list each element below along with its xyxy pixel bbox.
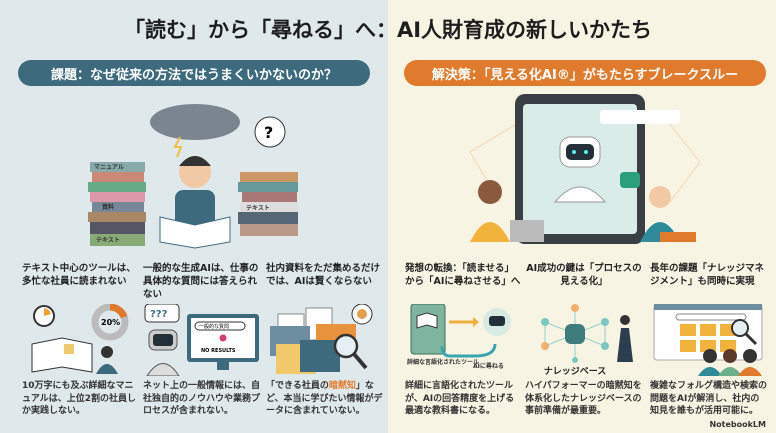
problem-item-1-desc: 10万字にも及ぶ詳細なマニュアルは、上位2割の社員しか実践しない。 [22,381,136,416]
solution-item-2: AI成功の鍵は「プロセスの見える化」 ナレッジベース ハイパフォーマーの暗黙知を… [525,262,643,418]
donut-percent: 20% [101,318,120,327]
search-query: 一般的な質問 [199,323,229,330]
solution-item-2-desc: ハイパフォーマーの暗黙知を体系化したナレッジベースの事前準備が最重要。 [525,381,642,416]
problem-item-2-title: 一般的な生成AIは、仕事の具体的な質問には答えられない [143,263,259,300]
problem-item-3: 社内資料をただ集めるだけでは、AIは賢くならない 「できる社員の暗黙知」など、本… [266,262,384,418]
knowledge-base-label: ナレッジベース [544,366,607,376]
no-results-text: NO RESULTS [201,348,236,354]
solution-item-3-title: 長年の課題「ナレッジマネジメント」も同時に実現 [650,263,765,287]
page-title: 「読む」から「尋ねる」へ：AI人財育成の新しいかたち [123,18,653,42]
tool-label: 詳細な言語化されたツール [407,358,479,366]
solution-item-3: 長年の課題「ナレッジマネジメント」も同時に実現 複雑なフォルグ構造や検索の問題を… [650,262,768,418]
label-manual: マニュアル [94,164,124,171]
problem-item-2-desc: ネット上の一般情報には、自社独自的のノウハウや業務プロセスが含まれない。 [143,381,261,416]
problem-heading: 課題：なぜ従来の方法ではうまくいかないのか？ [18,60,370,86]
notebooklm-watermark: NotebookLM [709,420,766,429]
knowledge-base-network-icon: ナレッジベース [541,304,633,376]
label-text-left: テキスト [96,237,120,244]
solution-item-2-title: AI成功の鍵は「プロセスの見える化」 [526,263,642,287]
problem-item-1-title: テキスト中心のツールは、多忙な社員に読まれない [22,263,136,287]
problem-item-3-title: 社内資料をただ集めるだけでは、AIは賢くならない [266,263,381,287]
robot-no-results-icon: ??? 一般的な質問 NO RESULTS [144,304,259,376]
question-marks: ??? [150,309,168,320]
solution-heading: 解決策：「見える化AI®」がもたらすブレークスルー [404,60,766,86]
label-documents: 資料 [102,203,114,211]
problem-item-1: テキスト中心のツールは、多忙な社員に読まれない 20% 10万字にも及ぶ詳細なマ… [22,262,140,418]
book-to-robot-icon: 詳細な言語化されたツール AIに尋ねる [407,304,511,370]
solution-item-1: 発想の転換：「読ませる」から「AIに尋ねさせる」へ 詳細な言語化されたツール A… [405,262,523,418]
file-browser-team-icon [653,304,763,376]
book-clock-donut-icon: 20% [31,304,129,374]
problem-item-3-desc: 「できる社員の暗黙知」など、本当に学びたい情報がデータに含まれていない。 [266,381,383,416]
stressed-employee-illustration: ? マニュアル 資料 テキスト テキスト [88,104,298,249]
svg-text:?: ? [264,123,273,142]
label-text-right: テキスト [246,205,270,212]
ask-ai-label: AIに尋ねる [473,362,504,370]
ai-tablet-illustration [469,94,701,244]
solution-item-3-desc: 複雑なフォルグ構造や検索の問題をAIが解消し、社内の知見を誰もが活用可能に。 [650,381,768,416]
problem-item-2: 一般的な生成AIは、仕事の具体的な質問には答えられない ??? 一般的な質問 N… [143,262,261,418]
solution-item-1-title: 発想の転換：「読ませる」から「AIに尋ねさせる」へ [405,263,521,287]
folders-magnifier-brain-icon [270,304,373,374]
solution-item-1-desc: 詳細に言語化されたツールが、AIの回答精度を上げる最適な教科書になる。 [405,381,515,416]
